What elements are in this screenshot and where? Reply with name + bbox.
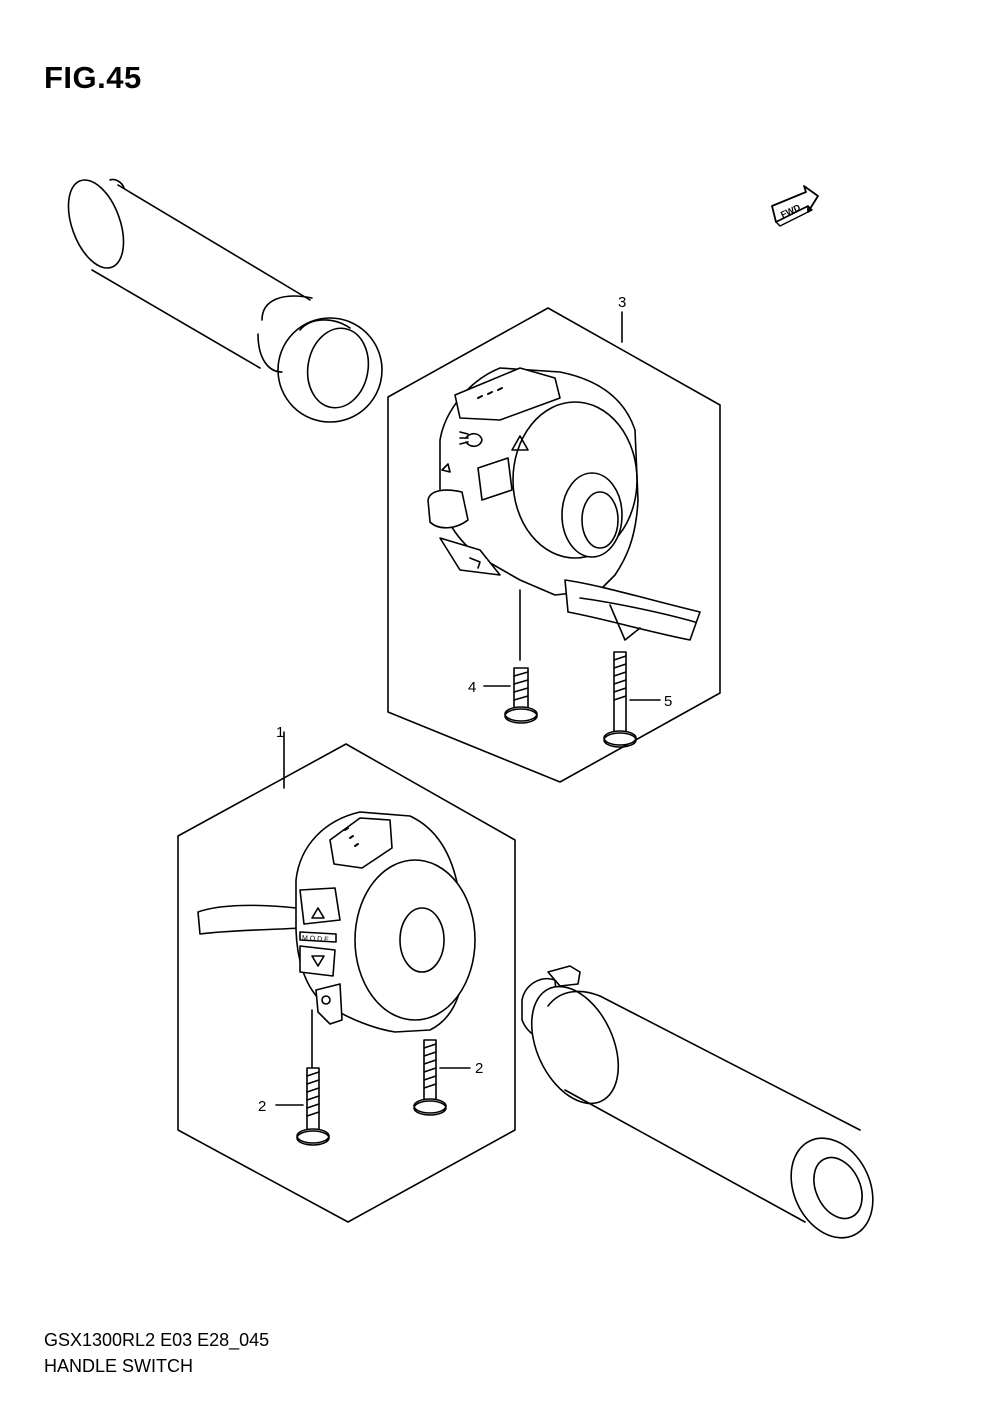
- screw-5: [603, 651, 637, 748]
- throttle-grip: [521, 965, 874, 1239]
- screw-2-right: [413, 1039, 447, 1116]
- callout-5: 5: [664, 693, 672, 710]
- callout-2-right: 2: [475, 1060, 483, 1077]
- callout-3: 3: [618, 294, 626, 311]
- footer-name: HANDLE SWITCH: [44, 1356, 194, 1376]
- right-handle-switch: [427, 367, 701, 641]
- left-grip: [67, 178, 383, 423]
- callout-2-left: 2: [258, 1098, 266, 1115]
- left-handle-switch: M O D E: [197, 811, 476, 1033]
- right-switch-frame: [387, 307, 721, 783]
- fwd-arrow-icon: FWD: [771, 185, 819, 227]
- callout-4: 4: [468, 679, 476, 696]
- callout-1: 1: [276, 724, 284, 741]
- screw-2-left: [296, 1067, 330, 1146]
- mode-label: M O D E: [302, 935, 330, 944]
- screw-4: [504, 667, 538, 724]
- left-switch-frame: [177, 743, 516, 1223]
- footer-code: GSX1300RL2 E03 E28_045: [44, 1330, 270, 1350]
- figure-title: FIG.45: [44, 60, 142, 95]
